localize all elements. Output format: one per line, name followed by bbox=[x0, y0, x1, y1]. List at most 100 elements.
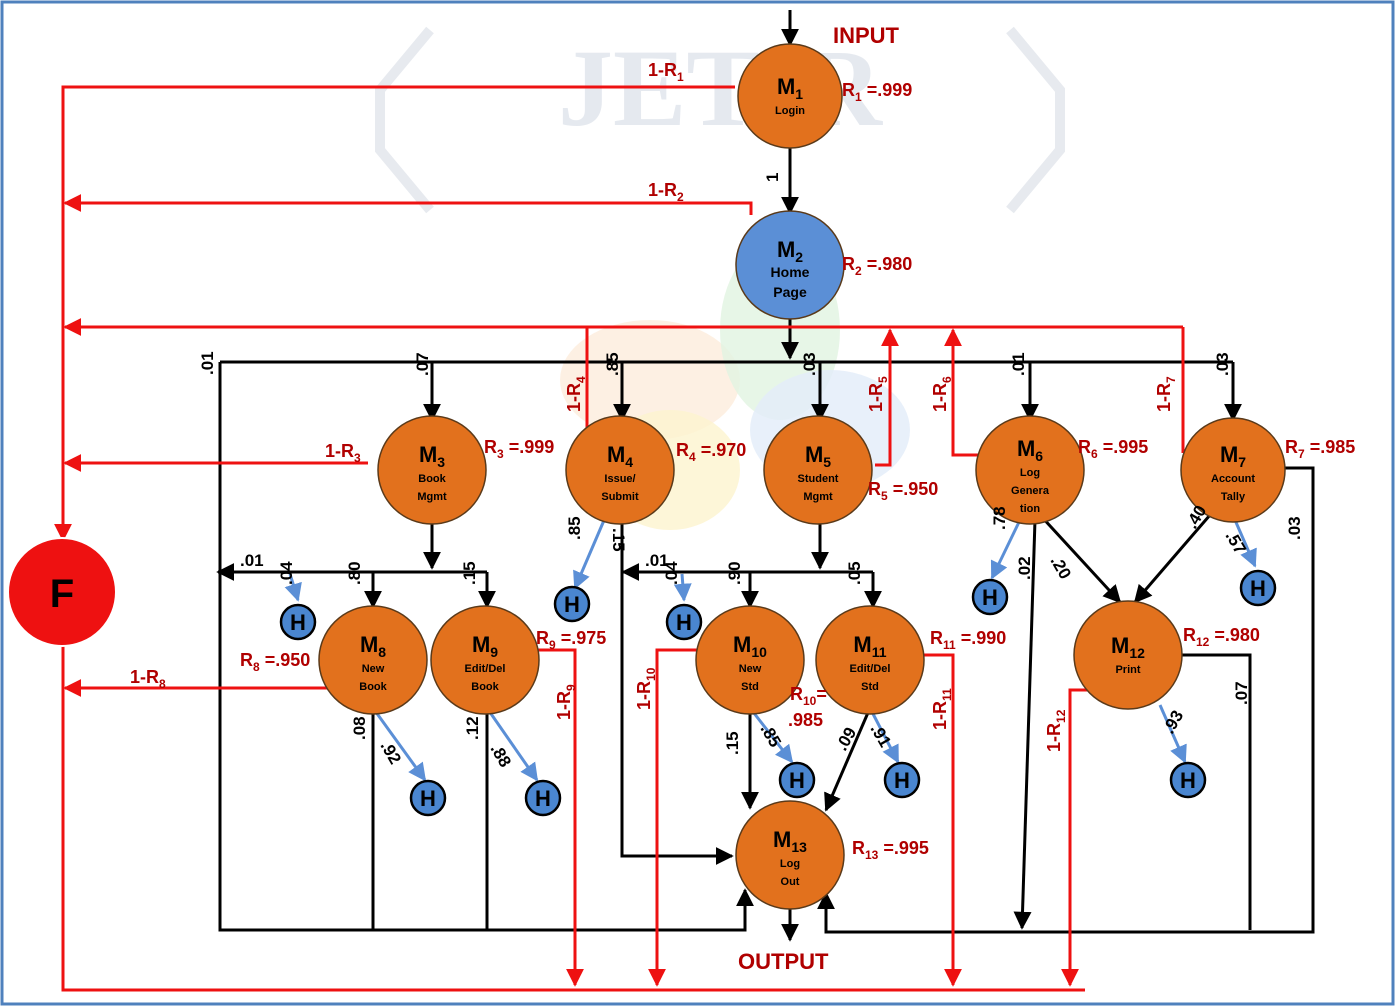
prob-m8-h: .92 bbox=[377, 738, 405, 768]
fail-label-m11: 1-R11 bbox=[930, 688, 954, 730]
input-label: INPUT bbox=[833, 23, 900, 48]
failure-node[interactable]: F bbox=[8, 538, 116, 646]
fail-edge-m10 bbox=[657, 650, 705, 985]
fail-label-m10: 1-R10 bbox=[634, 667, 658, 710]
hop-node[interactable]: H bbox=[885, 763, 919, 797]
reliability-m3: R3 =.999 bbox=[484, 437, 554, 461]
prob-m9-h: .88 bbox=[487, 741, 515, 771]
module-line: Student bbox=[798, 473, 839, 485]
module-line: Std bbox=[861, 681, 879, 693]
module-line: New bbox=[739, 663, 762, 675]
module-line: Home bbox=[771, 264, 810, 280]
prob-m6-h: .78 bbox=[990, 506, 1009, 530]
module-line: Tally bbox=[1221, 491, 1246, 503]
prob-m2-m6: .01 bbox=[1009, 352, 1028, 376]
prob-m7-m13: .03 bbox=[1285, 516, 1304, 540]
hop-label: H bbox=[894, 768, 910, 793]
module-line: tion bbox=[1020, 503, 1040, 515]
reliability-m10: R10= bbox=[790, 684, 827, 708]
prob-m5-h: .04 bbox=[662, 561, 681, 585]
hop-node[interactable]: H bbox=[780, 763, 814, 797]
prob-m3-h: .04 bbox=[277, 561, 296, 585]
reliability-m12: R12 =.980 bbox=[1183, 625, 1260, 649]
module-line: Edit/Del bbox=[465, 663, 506, 675]
module-line: Print bbox=[1115, 664, 1140, 676]
fail-label-m2: 1-R2 bbox=[648, 180, 684, 204]
prob-m2-m5: .03 bbox=[800, 352, 819, 376]
hop-node[interactable]: H bbox=[281, 605, 315, 639]
fail-label-m6: 1-R6 bbox=[930, 376, 954, 412]
hop-node[interactable]: H bbox=[1171, 763, 1205, 797]
prob-m2-m13: .01 bbox=[198, 351, 217, 375]
fail-edge-m6 bbox=[953, 330, 978, 455]
module-line: Book bbox=[359, 681, 387, 693]
edge-m6-m13 bbox=[1022, 520, 1035, 928]
hop-node[interactable]: H bbox=[667, 605, 701, 639]
prob-m11-m13: .09 bbox=[832, 724, 860, 754]
module-line: Page bbox=[773, 284, 807, 300]
prob-m4-m13: .15 bbox=[609, 528, 628, 552]
hop-node[interactable]: H bbox=[1241, 571, 1275, 605]
prob-m9-m13: .12 bbox=[463, 716, 482, 740]
prob-m5-m10: .90 bbox=[725, 561, 744, 585]
prob-m2-m3: .07 bbox=[413, 352, 432, 376]
module-line: Book bbox=[471, 681, 499, 693]
hop-label: H bbox=[676, 610, 692, 635]
hop-label: H bbox=[420, 786, 436, 811]
prob-m4-h: .85 bbox=[565, 516, 584, 540]
prob-m10-m13: .15 bbox=[723, 731, 742, 755]
module-line: Edit/Del bbox=[850, 663, 891, 675]
edge-m11-m13 bbox=[826, 708, 870, 810]
reliability-m7: R7 =.985 bbox=[1285, 437, 1355, 461]
hop-label: H bbox=[290, 610, 306, 635]
hop-node[interactable]: H bbox=[411, 781, 445, 815]
hop-label: H bbox=[1250, 576, 1266, 601]
module-line: Out bbox=[781, 876, 800, 888]
hop-node[interactable]: H bbox=[973, 580, 1007, 614]
hop-label: H bbox=[535, 786, 551, 811]
reliability-m5: R5 =.950 bbox=[868, 479, 938, 503]
module-line: Mgmt bbox=[417, 491, 447, 503]
prob-m8-m13: .08 bbox=[350, 716, 369, 740]
prob-m12-m13: .07 bbox=[1232, 681, 1251, 705]
reliability-m11: R11 =.990 bbox=[930, 628, 1006, 652]
module-line: Log bbox=[780, 858, 800, 870]
prob-m3-m13: .01 bbox=[240, 551, 264, 570]
module-line: Mgmt bbox=[803, 491, 833, 503]
module-line: Log bbox=[1020, 467, 1040, 479]
hop-edge-m5 bbox=[682, 574, 684, 600]
hop-label: H bbox=[1180, 768, 1196, 793]
reliability-m9: R9 =.975 bbox=[536, 628, 606, 652]
fail-label-m12: 1-R12 bbox=[1044, 709, 1068, 752]
module-line: Genera bbox=[1011, 485, 1050, 497]
hop-node[interactable]: H bbox=[526, 781, 560, 815]
module-line: Book bbox=[418, 473, 446, 485]
reliability-m10-value: .985 bbox=[788, 710, 823, 730]
prob-m6-m12: .20 bbox=[1047, 553, 1075, 583]
prob-m5-m11: .05 bbox=[845, 561, 864, 585]
prob-m2-m4: .85 bbox=[603, 352, 622, 376]
module-line: Account bbox=[1211, 473, 1255, 485]
failure-node-label: F bbox=[50, 572, 74, 616]
module-line: Submit bbox=[601, 491, 639, 503]
hop-node[interactable]: H bbox=[555, 587, 589, 621]
hop-label: H bbox=[564, 592, 580, 617]
prob-m7-h: .57 bbox=[1222, 528, 1250, 558]
hop-label: H bbox=[982, 585, 998, 610]
reliability-m6: R6 =.995 bbox=[1078, 437, 1148, 461]
fail-edge-m2 bbox=[65, 203, 751, 215]
reliability-m13: R13 =.995 bbox=[852, 838, 929, 862]
hop-label: H bbox=[789, 768, 805, 793]
